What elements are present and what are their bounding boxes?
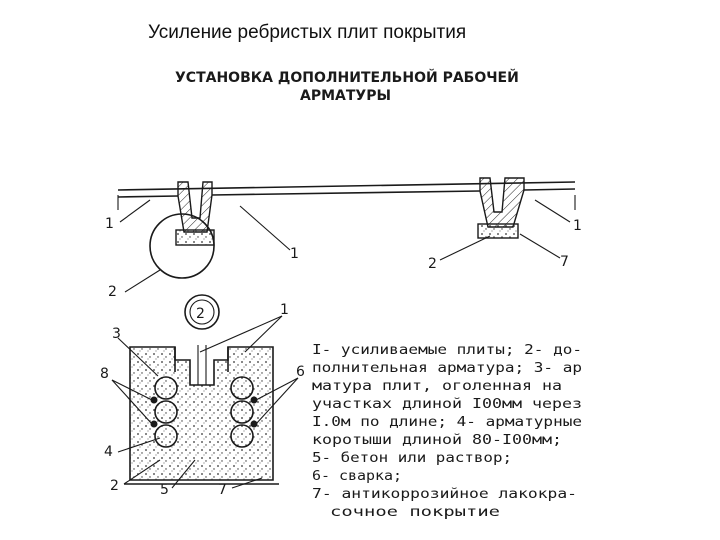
callout-2-left: 2 xyxy=(108,284,117,300)
legend: I- усиливаемые плиты; 2- до- полнительна… xyxy=(312,342,582,520)
legend-line-9: 7- антикоррозийное лакокра- xyxy=(312,486,577,502)
callout-1-detail: 1 xyxy=(280,302,289,318)
legend-line-5: I.0м по длине; 4- арматурные xyxy=(312,414,582,430)
callout-3: 3 xyxy=(112,326,121,342)
slab-cross-section xyxy=(117,177,576,293)
detail-circle xyxy=(149,213,215,279)
right-rib xyxy=(477,177,525,239)
callout-7-right: 7 xyxy=(560,254,569,270)
callout-1-center: 1 xyxy=(290,246,299,262)
callout-6: 6 xyxy=(296,364,305,380)
legend-line-2: полнительная арматура; 3- ар xyxy=(312,360,582,376)
legend-line-6: коротыши длиной 80-I00мм; xyxy=(312,432,562,448)
callout-4: 4 xyxy=(104,444,113,460)
callout-7-detail: 7 xyxy=(218,482,227,498)
callout-1-right: 1 xyxy=(573,218,582,234)
figure-title: УСТАНОВКА ДОПОЛНИТЕЛЬНОЙ РАБОЧЕЙ АРМАТУР… xyxy=(175,69,519,104)
figure-title-line-2: АРМАТУРЫ xyxy=(300,88,391,104)
legend-line-8: 6- сварка; xyxy=(312,468,402,484)
callout-8: 8 xyxy=(100,366,109,382)
enlarged-detail xyxy=(111,315,299,489)
slide-title: Усиление ребристых плит покрытия xyxy=(148,22,467,43)
legend-line-1: I- усиливаемые плиты; 2- до- xyxy=(312,342,582,358)
detail-marker: 2 xyxy=(184,294,220,330)
legend-line-10: сочное покрытие xyxy=(330,504,500,520)
callout-2-right: 2 xyxy=(428,256,437,272)
callout-2-detail: 2 xyxy=(110,478,119,494)
left-rib xyxy=(175,181,215,246)
figure-title-line-1: УСТАНОВКА ДОПОЛНИТЕЛЬНОЙ РАБОЧЕЙ xyxy=(175,69,519,86)
callout-5: 5 xyxy=(160,482,169,498)
legend-line-7: 5- бетон или раствор; xyxy=(312,450,512,466)
callout-1-left: 1 xyxy=(105,216,114,232)
legend-line-3: матура плит, оголенная на xyxy=(312,378,562,394)
legend-line-4: участках длиной I00мм через xyxy=(312,396,582,412)
detail-marker-label: 2 xyxy=(196,306,205,322)
